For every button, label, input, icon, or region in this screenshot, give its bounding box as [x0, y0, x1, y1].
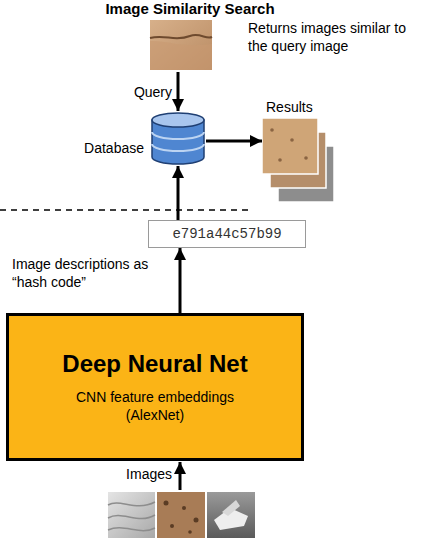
results-stack: Results	[262, 118, 336, 204]
diagram-title: Image Similarity Search	[70, 0, 310, 17]
node-body: CNN feature embeddings (AlexNet)	[65, 388, 245, 424]
result-images	[262, 118, 336, 204]
separator-line	[0, 209, 250, 211]
image-texture	[270, 128, 274, 132]
neural-net-box: Deep Neural NetCNN feature embeddings (A…	[6, 313, 304, 461]
cylinder-top	[152, 113, 204, 127]
node-heading: Deep Neural Net	[62, 350, 247, 378]
node-heading: Results	[266, 99, 313, 115]
image-texture	[182, 506, 186, 510]
image-texture	[222, 500, 240, 516]
input-image	[157, 492, 205, 538]
arrow-label: Images	[112, 466, 172, 484]
node-label: Database	[84, 140, 144, 156]
database-cylinder-shape	[150, 112, 206, 166]
query-image	[150, 20, 212, 70]
image-texture	[150, 35, 212, 38]
input-image	[207, 492, 255, 538]
query-arrow	[177, 72, 180, 111]
input-image	[108, 492, 155, 538]
image-texture	[188, 530, 192, 534]
input-arrow	[179, 462, 182, 490]
hash-code: e791a44c57b99	[172, 226, 281, 242]
image-texture	[108, 502, 155, 531]
edge-label: Image descriptions as “hash code”	[12, 256, 167, 291]
image-texture	[278, 158, 282, 162]
input-images	[108, 492, 255, 538]
hash-code-box: e791a44c57b99	[148, 220, 306, 248]
result-image	[262, 118, 318, 174]
note-text: Returns images similar to the query imag…	[248, 20, 413, 55]
cylinder-band	[152, 144, 204, 151]
image-texture	[290, 138, 294, 142]
arrow-label: Query	[118, 84, 172, 102]
image-texture	[304, 156, 308, 160]
image-texture	[150, 41, 212, 70]
image-texture	[194, 518, 199, 523]
image-texture	[164, 501, 169, 506]
flow-arrow	[179, 248, 182, 313]
query-image	[150, 20, 212, 70]
flow-arrow	[177, 166, 180, 220]
cylinder-band	[152, 132, 204, 139]
flow-arrow	[206, 140, 262, 143]
image-texture	[170, 524, 174, 528]
database-cylinder: Database	[150, 112, 206, 166]
